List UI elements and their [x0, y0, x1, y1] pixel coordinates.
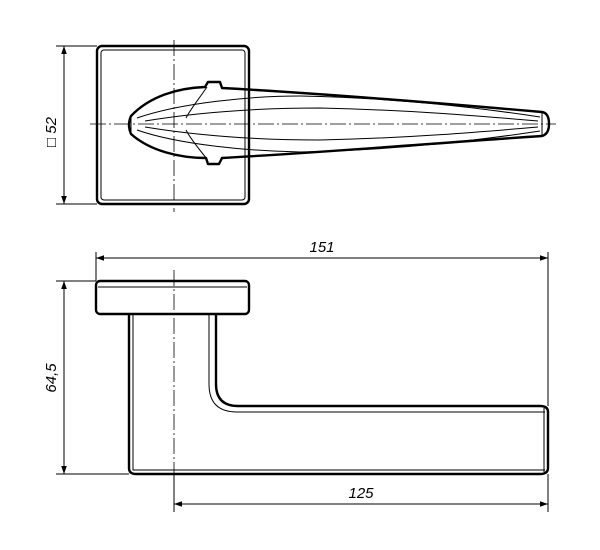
- lever-handle-top-inner: [136, 95, 541, 153]
- rose-plate-outer: [95, 44, 251, 206]
- dim-lever-length-label: 125: [348, 485, 374, 502]
- side-view: 151 64,5 125: [43, 239, 550, 512]
- lever-neck-detail: [185, 86, 208, 160]
- dim-rose-square-label: □ 52: [43, 116, 60, 147]
- rose-plate-inner: [100, 49, 246, 201]
- dim-overall-length-label: 151: [309, 239, 334, 256]
- dim-height-label: 64,5: [43, 363, 60, 393]
- lever-handle-top: [127, 80, 551, 166]
- top-view: □ 52: [43, 40, 556, 212]
- lever-handle-side: [127, 314, 550, 476]
- lever-handle-side-inner: [132, 314, 545, 471]
- rose-plate-side: [94, 279, 251, 316]
- lever-handle-top-highlight: [144, 107, 539, 141]
